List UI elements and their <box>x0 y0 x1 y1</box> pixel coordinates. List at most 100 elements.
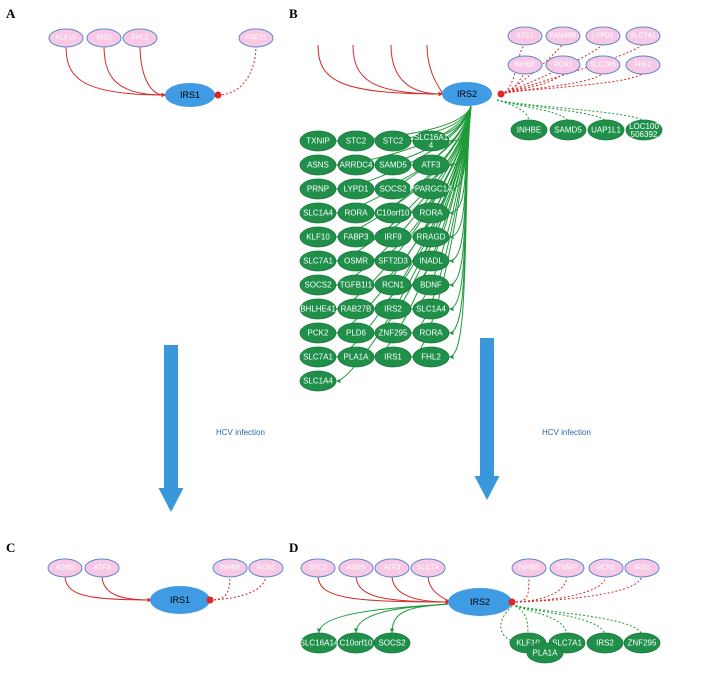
gene-node-stc2: STC2 <box>337 130 375 152</box>
gene-node-rora: RORA <box>337 202 375 224</box>
gene-node-inhbe-label: INHBE <box>219 565 241 572</box>
gene-node-slc7a1-label: SLC7A1 <box>303 353 333 362</box>
gene-node-irs2: IRS2 <box>586 632 624 654</box>
gene-node-inhbe-label: INHBE <box>518 565 540 572</box>
gene-node-fabp3-label: FABP3 <box>344 233 369 242</box>
gene-node-fhl2-label: FHL2 <box>421 353 441 362</box>
gene-node-pck2-label: PCK2 <box>308 329 329 338</box>
gene-node-inhbe: INHBE <box>510 119 548 141</box>
gene-node-rora: RORA <box>412 322 450 344</box>
panel-label-b: B <box>289 6 298 21</box>
gene-node-inhbe-label: INHBE <box>514 62 536 69</box>
gene-node-samd5: SAMD5 <box>374 154 412 176</box>
gene-node-fhl2: FHL2 <box>122 28 158 48</box>
edge-arrowhead <box>449 354 454 360</box>
gene-node-samd5: SAMD5 <box>549 119 587 141</box>
gene-node-c10orf10-label: C10orf10 <box>377 209 410 218</box>
edge-a-up <box>139 44 165 96</box>
gene-node-tgfb1i1: TGFB1I1 <box>337 274 375 296</box>
edge-a-up <box>103 44 165 96</box>
edge-b-up <box>426 44 443 95</box>
gene-node-slc16a14-label: SLC16A14 <box>300 639 339 648</box>
gene-node-pla1a: PLA1A <box>526 642 564 664</box>
edge-d-green-left <box>391 603 449 634</box>
edge-d-green-right <box>511 603 568 637</box>
edge-b-green <box>448 105 472 358</box>
inhibition-dot <box>497 90 505 98</box>
gene-node-irs2: IRS2 <box>374 298 412 320</box>
gene-node-fhl2-label: FHL2 <box>131 35 148 42</box>
gene-node-fabp3: FABP3 <box>337 226 375 248</box>
gene-node-rcn1-label: RCN1 <box>596 565 615 572</box>
gene-node-rcn1-label: RCN1 <box>553 62 572 69</box>
gene-node-slc7a1-label: SLC7A1 <box>303 257 333 266</box>
gene-node-prnp-label: PRNP <box>307 185 329 194</box>
gene-node-socs2: SOCS2 <box>374 178 412 200</box>
gene-node-arrdc4: ARRDC4 <box>337 154 375 176</box>
gene-node-stc1-label: STC1 <box>516 33 534 40</box>
gene-node-fam49b-label: FAM49B <box>550 33 577 40</box>
gene-node-slc7a-label: SLC7A <box>417 565 440 572</box>
gene-node-slc7a: SLC7A <box>410 558 446 578</box>
gene-node-asns: ASNS <box>47 558 83 578</box>
hub-node-irs2: IRS2 <box>442 82 492 106</box>
gene-node-inhbe: INHBE <box>511 558 547 578</box>
gene-node-slc1a4-label: SLC1A4 <box>416 305 446 314</box>
edge-arrowhead <box>449 330 454 336</box>
gene-node-bdnf: BDNF <box>412 274 450 296</box>
gene-node-tgfb1i1-label: TGFB1I1 <box>340 281 373 290</box>
hub-node-irs1-label: IRS1 <box>170 595 190 605</box>
gene-node-slc7a5-label: SLC7A5 <box>590 62 616 69</box>
gene-node-txnip-label: TXNIP <box>557 565 578 572</box>
inhibition-dot <box>206 596 214 604</box>
edge-a-up <box>65 44 165 96</box>
gene-node-socs2: SOCS2 <box>299 274 337 296</box>
edge-c-up <box>64 574 151 601</box>
gene-node-socs2-label: SOCS2 <box>379 185 407 194</box>
gene-node-slc7a1-label: SLC7A1 <box>630 33 656 40</box>
gene-node-klf10-label: KLF10 <box>516 639 540 648</box>
gene-node-socs2-label: SOCS2 <box>378 639 406 648</box>
gene-node-samd5-label: SAMD5 <box>554 126 582 135</box>
edge-d-up <box>391 574 449 603</box>
edge-b-down <box>500 72 526 95</box>
gene-node-lypd1: LYPD1 <box>337 178 375 200</box>
gene-node-rcn1: RCN1 <box>588 558 624 578</box>
gene-node-txnip: TXNIP <box>299 130 337 152</box>
gene-node-irs1: IRS1 <box>624 558 660 578</box>
edge-arrowhead <box>389 628 395 633</box>
gene-node-sft2d3-label: SFT2D3 <box>378 257 408 266</box>
gene-node-fgf21-label: FGF21 <box>245 35 267 42</box>
gene-node-inhbe: INHBE <box>507 55 543 75</box>
gene-node-inhbe-label: INHBE <box>517 126 541 135</box>
gene-node-pla1a-label: PLA1A <box>533 649 559 658</box>
gene-node-atf3-label: ATF3 <box>94 565 111 572</box>
gene-node-slc7a5: SLC7A5 <box>585 55 621 75</box>
hcv-arrow-left <box>158 345 184 512</box>
hub-node-irs1: IRS1 <box>165 83 215 107</box>
edge-arrowhead <box>445 599 450 605</box>
edge-arrowhead <box>353 628 359 633</box>
gene-node-slc7a1: SLC7A1 <box>299 346 337 368</box>
gene-node-fgf21: FGF21 <box>238 28 274 48</box>
edge-arrowhead <box>449 306 454 312</box>
gene-node-irs2-label: IRS2 <box>96 35 112 42</box>
gene-node-lypd1-label: LYPD1 <box>592 33 614 40</box>
edge-b-up <box>317 44 442 95</box>
panel-label-d: D <box>289 540 298 555</box>
inhibition-dot <box>214 91 222 99</box>
gene-node-slc7a1: SLC7A1 <box>625 26 661 46</box>
gene-node-rora-label: RORA <box>419 329 443 338</box>
gene-node-ppargc1a: PPARGC1A <box>410 178 453 200</box>
gene-node-irs1-label: IRS1 <box>384 353 402 362</box>
hcv-infection-label-right: HCV infection <box>542 428 591 437</box>
gene-node-irs2-label: IRS2 <box>384 305 402 314</box>
edge-b-up <box>352 44 442 95</box>
gene-node-slc1a4-label: SLC1A4 <box>303 377 333 386</box>
edge-c-down <box>209 574 267 601</box>
gene-node-lypd1-label: LYPD1 <box>344 185 369 194</box>
gene-node-stc1: STC1 <box>507 26 543 46</box>
gene-node-rora: RORA <box>412 202 450 224</box>
